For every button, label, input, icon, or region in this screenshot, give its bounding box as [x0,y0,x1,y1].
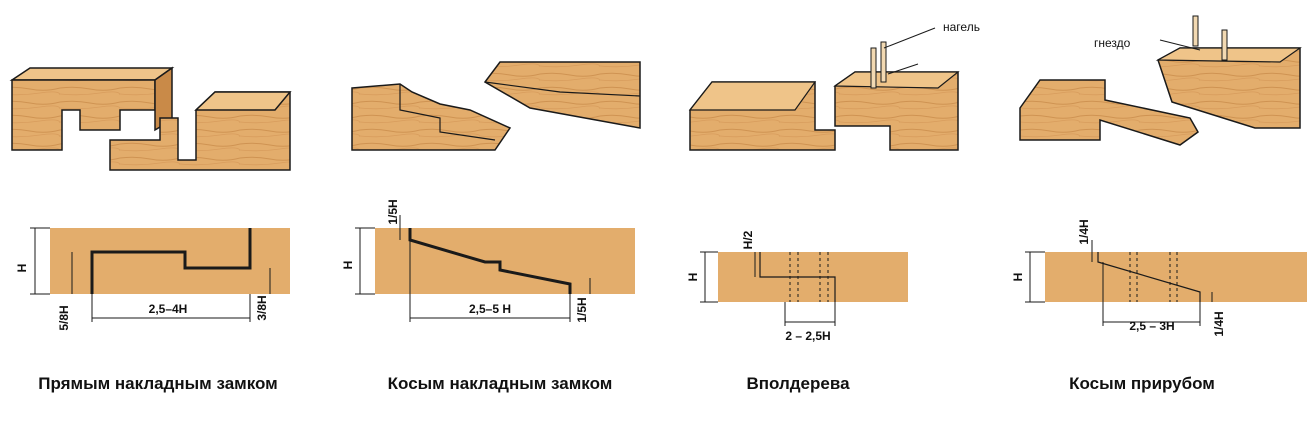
joint-3-perspective [688,27,960,151]
joint-2-caption: Косым накладным замком [388,374,613,393]
joint-2-perspective [351,61,641,151]
joint-3-half: H/2 [741,230,755,249]
joint-1-step: 3/8H [255,295,269,320]
joint-1-height: H [15,264,29,273]
nagel-label: нагель [943,20,980,34]
joint-1-lap-depth: 5/8H [57,305,71,330]
joint-2-plan [355,215,635,322]
joint-3-plan [700,251,908,326]
joint-3-length: 2 – 2,5H [785,329,830,343]
joint-4-plan [1025,240,1307,326]
joint-4-perspective [1019,15,1302,146]
joint-1-length: 2,5–4H [149,302,188,316]
joint-4-height: H [1011,273,1025,282]
joint-1-caption: Прямым накладным замком [38,374,278,393]
joint-4-caption: Косым прирубом [1069,374,1215,393]
joint-2-height: H [341,261,355,270]
joint-2-length: 2,5–5 H [469,302,511,316]
joint-4-length: 2,5 – 3H [1129,319,1174,333]
joint-4-top-step: 1/4H [1077,219,1091,244]
joint-3-height: H [686,273,700,282]
joint-3-caption: Вполдерева [746,374,850,393]
joint-1-plan [30,227,290,322]
joint-1-perspective [9,66,292,171]
gnezdo-label: гнездо [1094,36,1131,50]
joint-2-bottom-step: 1/5H [575,297,589,322]
joint-2-top-step: 1/5H [386,199,400,224]
joint-4-bottom-step: 1/4H [1212,311,1226,336]
